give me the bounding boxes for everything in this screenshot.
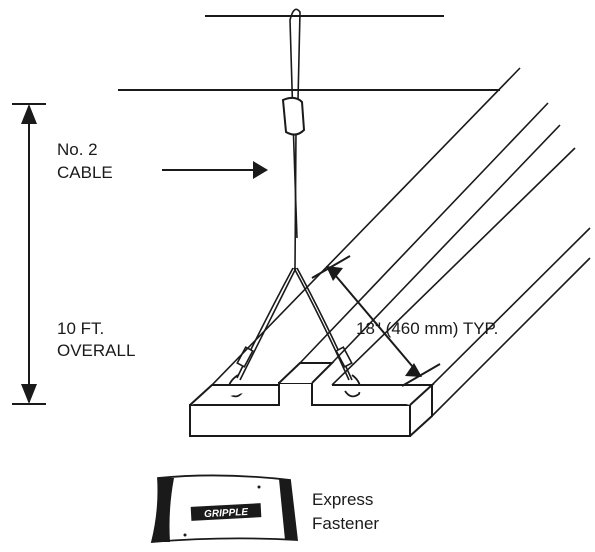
spacing-label: 18" (460 mm) TYP. bbox=[356, 319, 498, 338]
beam-slot-inner bbox=[278, 362, 335, 384]
cable-pointer-arrow-icon bbox=[253, 161, 268, 179]
beam-rails bbox=[211, 67, 591, 417]
rail-1 bbox=[211, 67, 521, 386]
cable-sleeves bbox=[236, 346, 353, 368]
rail-6 bbox=[431, 257, 591, 417]
spacing-dimension-line bbox=[329, 268, 419, 374]
beam-left-top bbox=[189, 384, 279, 406]
strut-beam bbox=[189, 362, 435, 437]
overall-arrow-down-icon bbox=[21, 384, 37, 404]
hanging-cable bbox=[236, 8, 353, 381]
fastener-right-end bbox=[279, 479, 297, 540]
fastener-brand-badge bbox=[190, 503, 262, 521]
rail-5 bbox=[431, 227, 591, 386]
fastener-brand-text: GRIPPLE bbox=[204, 507, 249, 520]
fastener-label-line1: Express bbox=[312, 490, 373, 509]
overall-dimension bbox=[12, 103, 46, 405]
ceiling-structure bbox=[118, 15, 500, 91]
spacing-arrow-bottom-icon bbox=[405, 363, 422, 377]
beam-right-top bbox=[332, 384, 435, 406]
fastener-label-line2: Fastener bbox=[312, 514, 379, 533]
rail-3 bbox=[331, 124, 561, 364]
cable-pointer bbox=[162, 161, 268, 179]
cable-label-line1: No. 2 bbox=[57, 140, 98, 159]
right-hook bbox=[344, 374, 361, 398]
express-fastener-illustration: GRIPPLE bbox=[150, 474, 299, 543]
cable-top-loop bbox=[289, 8, 301, 239]
rail-4 bbox=[331, 147, 576, 386]
spacing-dimension bbox=[311, 255, 441, 387]
cable-stem bbox=[294, 129, 297, 269]
cable-label-line2: CABLE bbox=[57, 163, 113, 182]
right-sleeve bbox=[335, 346, 353, 368]
spacing-extension-bottom bbox=[401, 363, 441, 387]
cable-fastener-body bbox=[281, 96, 306, 136]
overall-label-line1: 10 FT. bbox=[57, 319, 104, 338]
rail-2 bbox=[299, 102, 549, 364]
spacing-arrow-top-icon bbox=[326, 266, 343, 281]
overall-label-line2: OVERALL bbox=[57, 341, 135, 360]
beam-front-face bbox=[189, 382, 411, 437]
overall-arrow-up-icon bbox=[21, 104, 37, 124]
fastener-rivet-2 bbox=[183, 533, 187, 537]
cable-left-leg-inner bbox=[239, 267, 297, 381]
cable-fastener bbox=[281, 96, 306, 136]
cable-right-leg-inner bbox=[293, 267, 350, 381]
fastener-left-end bbox=[152, 478, 174, 542]
fastener-rivet-1 bbox=[257, 485, 261, 489]
